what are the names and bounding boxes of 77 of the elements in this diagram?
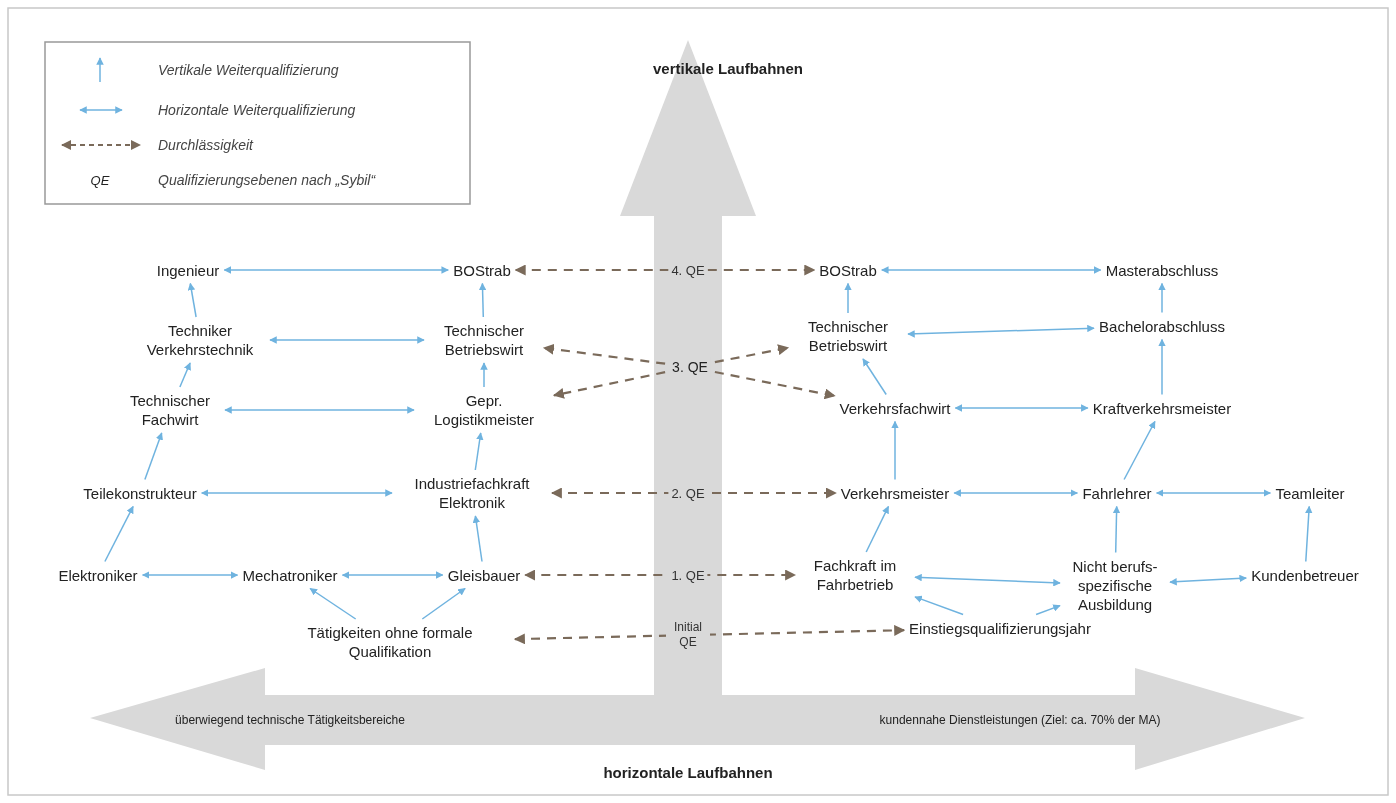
dashed-arrow	[524, 569, 797, 581]
arrow	[1123, 420, 1156, 481]
arrow	[1158, 282, 1166, 314]
qualification-label: Technischer Fachwirt	[120, 391, 220, 429]
qualification-label: Verkehrsmeister	[840, 483, 950, 503]
qualification-label: BOStrab	[819, 260, 877, 280]
arrow	[1169, 574, 1247, 586]
arrow	[891, 420, 899, 481]
arrow	[1305, 505, 1313, 563]
legend-text: Vertikale Weiterqualifizierung	[158, 62, 339, 78]
qualification-label: Kraftverkehrsmeister	[1092, 398, 1232, 418]
dashed-arrow	[714, 344, 790, 364]
axis-title: horizontale Laufbahnen	[603, 763, 773, 781]
band-text: überwiegend technische Tätigkeitsbereiche	[175, 713, 405, 727]
dashed-arrow	[552, 371, 666, 399]
qualification-label: Verkehrsfachwirt	[839, 398, 951, 418]
qualification-label: Gleisbauer	[447, 565, 521, 585]
arrow	[472, 515, 483, 563]
qualification-label: BOStrab	[453, 260, 511, 280]
qualification-label: Bachelorabschluss	[1099, 316, 1225, 336]
qualification-label: Technischer Betriebswirt	[429, 321, 539, 359]
arrow	[179, 362, 191, 388]
arrow	[914, 573, 1061, 587]
arrow	[141, 571, 239, 579]
qualification-label: Kundenbetreuer	[1251, 565, 1359, 585]
arrow	[478, 282, 487, 318]
qualification-label: Nicht berufs- spezifische Ausbildung	[1065, 556, 1165, 614]
qualification-label: Fahrlehrer	[1082, 483, 1152, 503]
legend-text: Durchlässigkeit	[158, 137, 253, 153]
arrow	[907, 324, 1095, 338]
arrow	[309, 587, 357, 620]
dashed-arrow	[550, 487, 837, 499]
legend-text: Horizontale Weiterqualifizierung	[158, 102, 356, 118]
axis-title: vertikale Laufbahnen	[653, 59, 803, 77]
qualification-label: Gepr. Logistikmeister	[419, 391, 549, 429]
edge-label: Initial QE	[666, 620, 710, 651]
dashed-arrow	[513, 624, 906, 645]
qualification-label: Fachkraft im Fahrbetrieb	[800, 556, 910, 594]
arrow	[1035, 604, 1061, 616]
qualification-label: Teilekonstrukteur	[83, 483, 197, 503]
qualification-label: Tätigkeiten ohne formale Qualifikation	[270, 623, 510, 661]
arrow	[953, 489, 1079, 497]
dashed-arrow	[542, 343, 666, 365]
qualification-label: Technischer Betriebswirt	[793, 317, 903, 355]
qualification-label: Ingenieur	[156, 260, 220, 280]
qualification-label: Masterabschluss	[1105, 260, 1219, 280]
arrow	[421, 587, 466, 620]
arrow	[914, 595, 964, 616]
arrow	[223, 266, 449, 274]
arrow	[474, 432, 484, 471]
arrow	[104, 505, 134, 563]
arrow	[1112, 505, 1121, 554]
band-text: kundennahe Dienstleistungen (Ziel: ca. 70% der MA)	[879, 713, 1161, 727]
arrow	[865, 505, 890, 553]
qualification-label: Einstiegsqualifizierungsjahr	[909, 618, 1091, 638]
qualification-label: Teamleiter	[1275, 483, 1345, 503]
qualification-label: Industriefachkraft Elektronik	[397, 474, 547, 512]
arrow	[224, 406, 415, 414]
arrow	[187, 282, 197, 318]
dashed-arrow	[714, 370, 836, 400]
arrow	[954, 404, 1089, 412]
arrow	[844, 282, 852, 314]
arrow	[144, 432, 163, 481]
arrow	[1158, 338, 1166, 396]
qualification-label: Techniker Verkehrstechnik	[135, 321, 265, 359]
arrow	[862, 358, 887, 396]
dashed-arrow	[514, 264, 816, 276]
arrow	[1155, 489, 1272, 497]
arrow	[341, 571, 444, 579]
arrow	[269, 336, 425, 344]
qualification-label: Mechatroniker	[242, 565, 338, 585]
arrow	[200, 489, 393, 497]
arrow	[881, 266, 1102, 274]
qualification-label: Elektroniker	[58, 565, 138, 585]
legend-text: Qualifizierungsebenen nach „Sybil“	[158, 172, 376, 188]
arrow	[480, 362, 488, 388]
legend-abbreviation: QE	[90, 172, 110, 188]
